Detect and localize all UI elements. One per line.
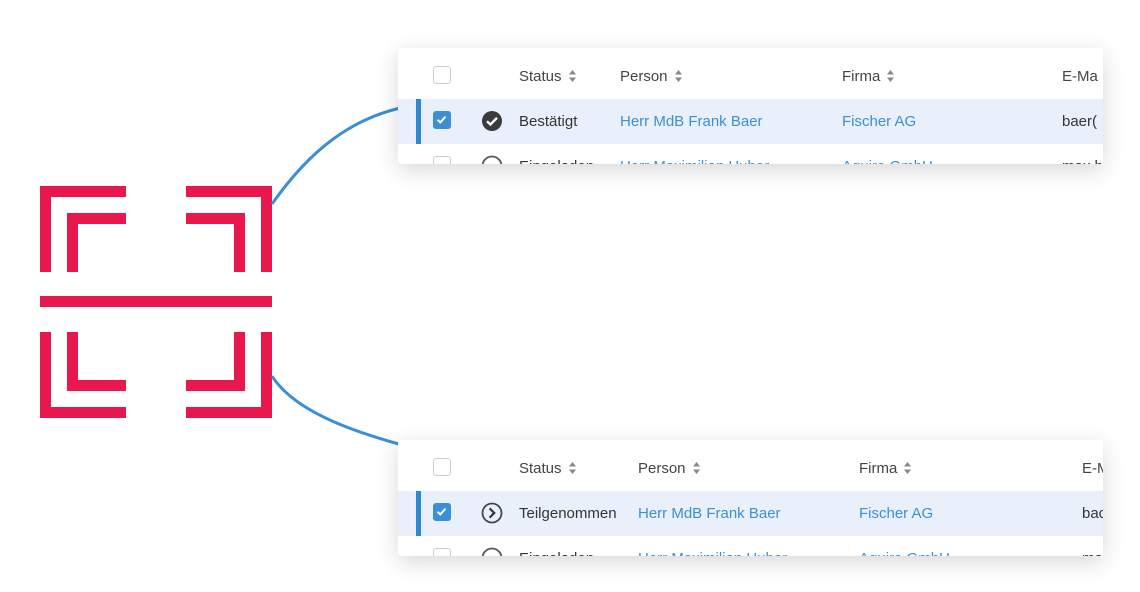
sort-arrows-icon (568, 461, 576, 474)
column-header-person[interactable]: Person (620, 54, 683, 99)
sort-arrows-icon (568, 69, 576, 82)
column-header-email[interactable]: E-M (1082, 460, 1103, 477)
column-header-company[interactable]: Firma (842, 54, 895, 99)
email-text: baer( (1062, 113, 1098, 130)
selected-row-accent (416, 491, 421, 536)
email-text: ma (1082, 536, 1103, 556)
sort-arrows-icon (904, 461, 912, 474)
status-text: Eingeladen (519, 144, 594, 164)
status-text: Eingeladen (519, 536, 594, 556)
checkmark-icon (436, 507, 447, 516)
table-header-row: Status Person Firma E-Ma (398, 54, 1103, 99)
table-header-row: Status Person Firma E-M (398, 446, 1103, 491)
sort-arrows-icon (674, 69, 682, 82)
email-text: max.h (1062, 144, 1103, 164)
select-all-checkbox[interactable] (433, 458, 451, 476)
company-link[interactable]: Fischer AG (859, 505, 934, 522)
company-link[interactable]: Aguire GmbH (842, 144, 933, 164)
check-circle-icon (482, 111, 502, 131)
column-header-company[interactable]: Firma (859, 446, 912, 491)
table-row-selected[interactable]: Teilgenommen Herr MdB Frank Baer Fischer… (398, 491, 1103, 536)
checkmark-icon (436, 115, 447, 124)
status-text: Bestätigt (519, 113, 578, 130)
column-header-status[interactable]: Status (519, 54, 577, 99)
top-connector-line (270, 106, 401, 205)
company-link[interactable]: Aguire GmbH (859, 536, 950, 556)
row-checkbox[interactable] (433, 548, 451, 556)
row-checkbox-checked[interactable] (433, 503, 451, 521)
person-link[interactable]: Herr Maximilian Huber (638, 536, 787, 556)
person-link[interactable]: Herr MdB Frank Baer (620, 113, 763, 130)
attendee-table-after: Status Person Firma E-M Teilgenommen Her… (398, 440, 1103, 556)
chevron-right-circle-icon (481, 502, 503, 524)
row-checkbox[interactable] (433, 156, 451, 164)
empty-circle-icon (481, 155, 503, 164)
select-all-checkbox[interactable] (433, 66, 451, 84)
person-link[interactable]: Herr Maximilian Huber (620, 144, 769, 164)
column-header-email[interactable]: E-Ma (1062, 68, 1098, 85)
person-link[interactable]: Herr MdB Frank Baer (638, 505, 781, 522)
status-text: Teilgenommen (519, 505, 617, 522)
attendee-table-before: Status Person Firma E-Ma Bestätigt Herr … (398, 48, 1103, 164)
empty-circle-icon (481, 547, 503, 556)
qr-scan-frame-icon (40, 186, 272, 418)
selected-row-accent (416, 99, 421, 144)
sort-arrows-icon (887, 69, 895, 82)
company-link[interactable]: Fischer AG (842, 113, 917, 130)
row-checkbox-checked[interactable] (433, 111, 451, 129)
sort-arrows-icon (692, 461, 700, 474)
table-row[interactable]: Eingeladen Herr Maximilian Huber Aguire … (398, 144, 1103, 164)
email-text: bac (1082, 505, 1103, 522)
column-header-person[interactable]: Person (638, 446, 701, 491)
table-row-selected[interactable]: Bestätigt Herr MdB Frank Baer Fischer AG… (398, 99, 1103, 144)
table-row[interactable]: Eingeladen Herr Maximilian Huber Aguire … (398, 536, 1103, 556)
column-header-status[interactable]: Status (519, 446, 577, 491)
